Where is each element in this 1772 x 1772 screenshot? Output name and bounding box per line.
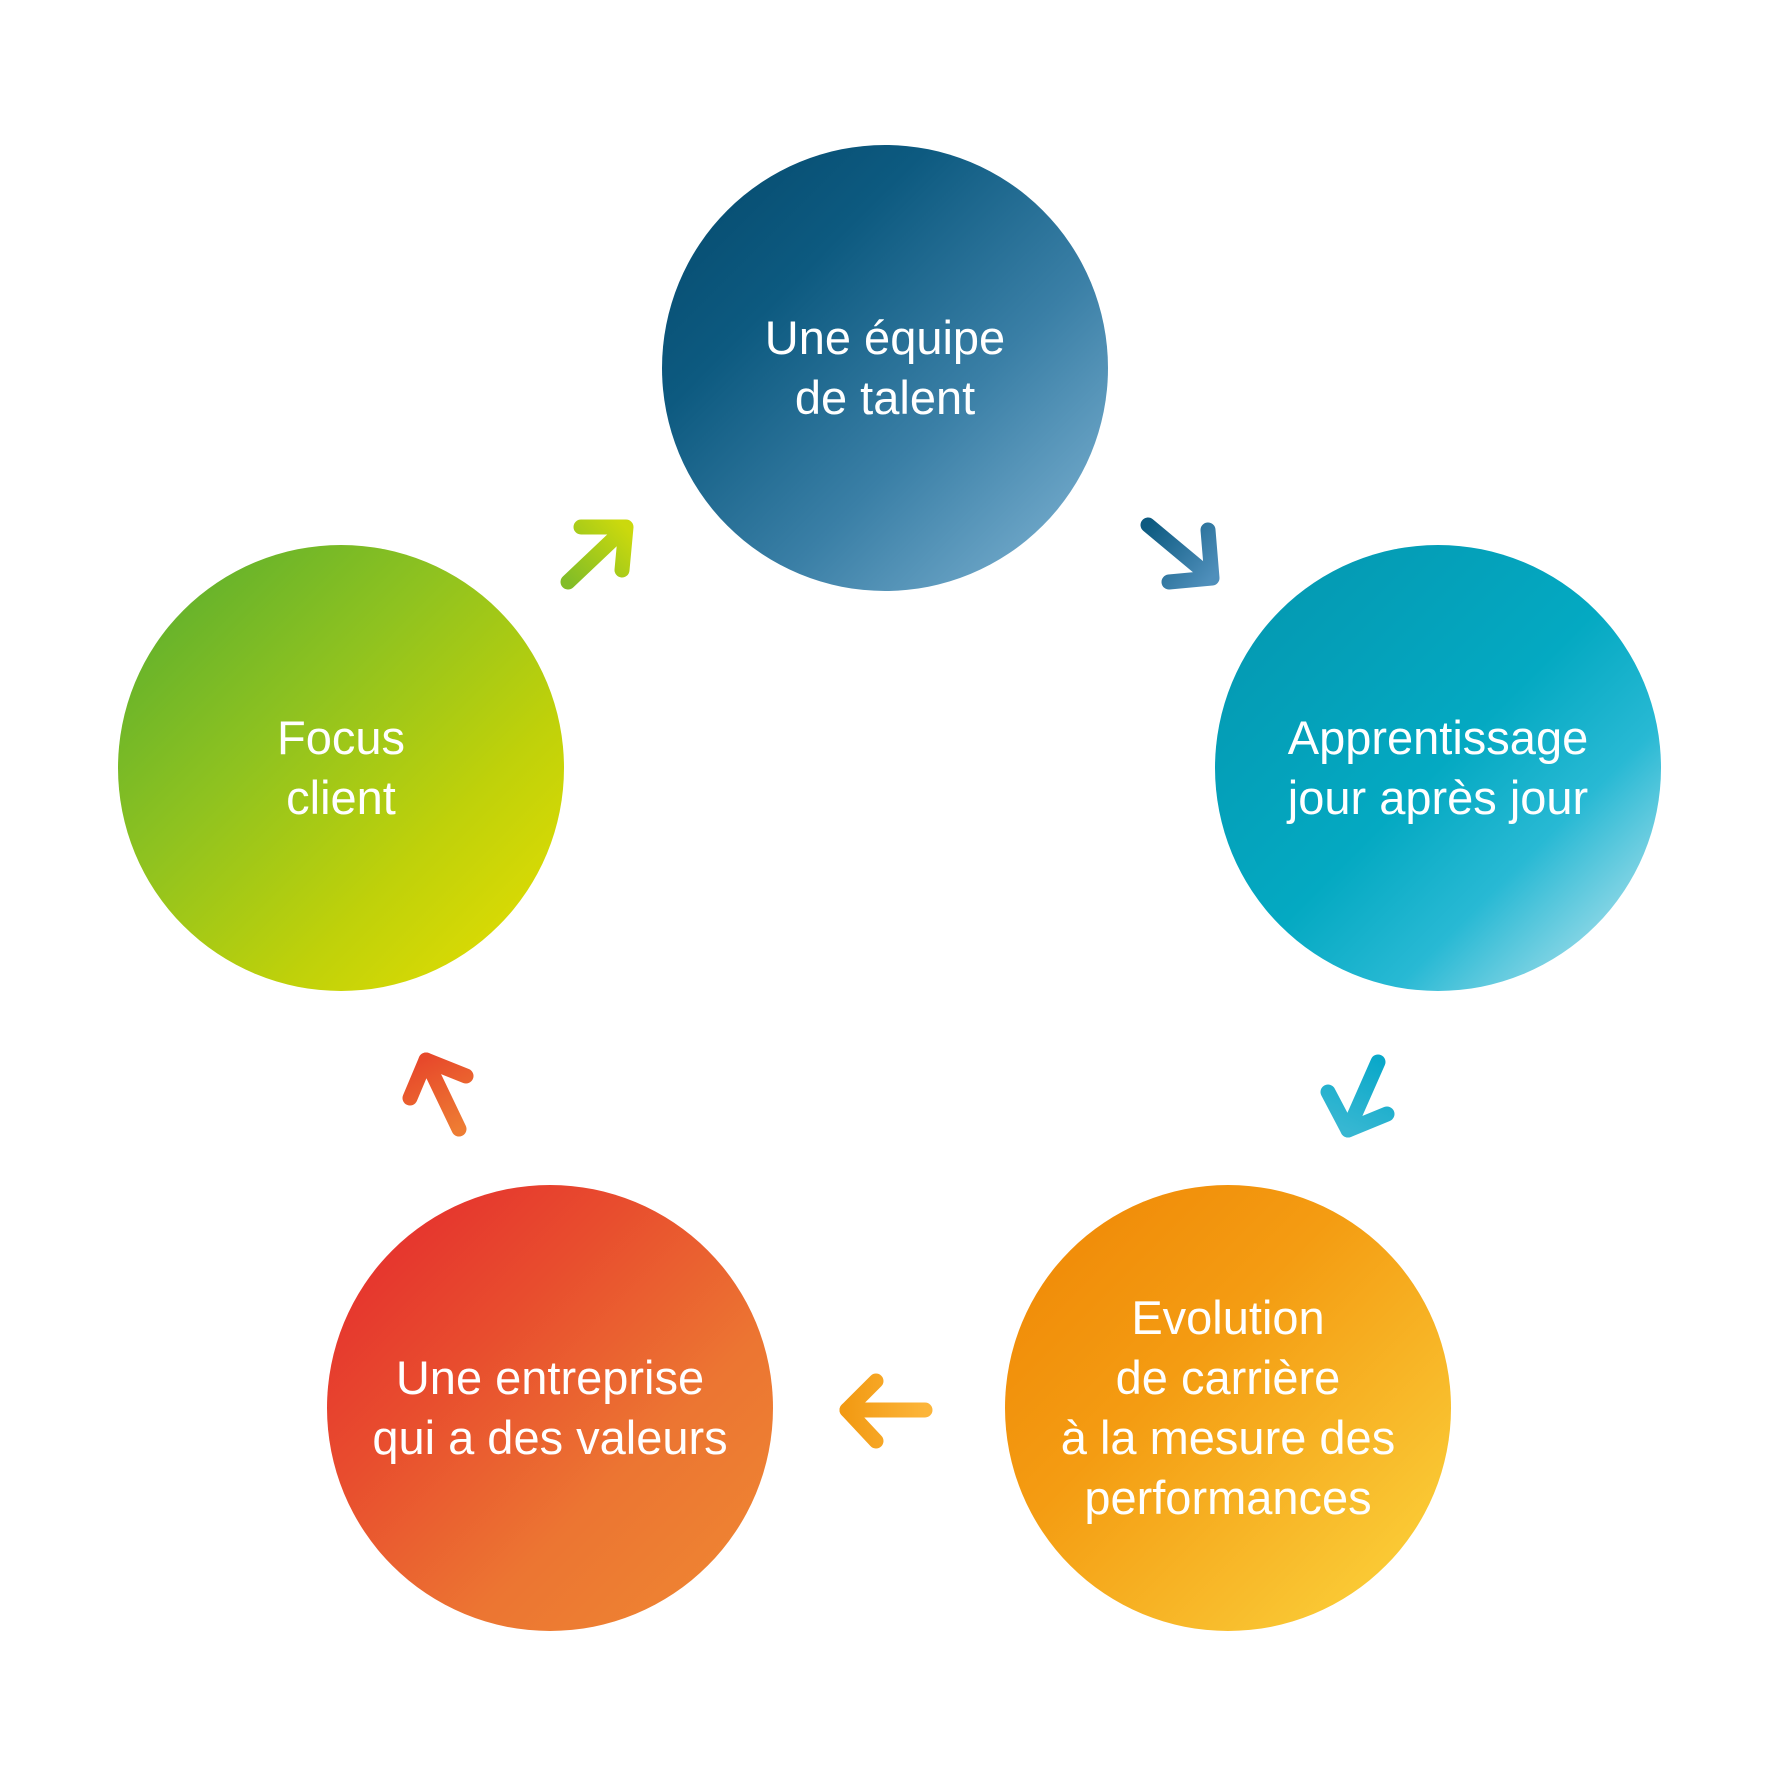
- node-label-line: Focus: [277, 711, 405, 764]
- node-une-equipe-de-talent: Une équipe de talent: [662, 145, 1108, 591]
- node-label-line: qui a des valeurs: [372, 1411, 728, 1464]
- node-label-line: de talent: [794, 371, 976, 424]
- arrow-focus-to-talent-icon: [560, 519, 634, 590]
- node-label-line: Evolution: [1131, 1291, 1325, 1344]
- node-focus-client: Focus client: [118, 545, 564, 991]
- arrow-evolution-to-valeurs-icon: [839, 1373, 933, 1449]
- arrow-apprentissage-to-evolution-icon: [1320, 1054, 1395, 1138]
- node-label-line: Une entreprise: [395, 1351, 705, 1404]
- node-label-line: à la mesure des: [1060, 1411, 1396, 1464]
- arrow-talent-to-apprentissage-icon: [1140, 517, 1220, 590]
- node-une-entreprise-qui-a-des-valeurs: Une entreprise qui a des valeurs: [327, 1185, 773, 1631]
- node-label-line: client: [286, 771, 396, 824]
- arrow-valeurs-to-focus-icon: [402, 1052, 474, 1137]
- node-evolution-de-carriere: Evolution de carrière à la mesure des pe…: [1005, 1185, 1451, 1631]
- node-label-line: Une équipe: [764, 311, 1006, 364]
- node-label-line: de carrière: [1115, 1351, 1341, 1404]
- node-label-line: jour après jour: [1287, 771, 1589, 824]
- node-apprentissage: Apprentissage jour après jour: [1215, 545, 1661, 991]
- node-label-line: Apprentissage: [1287, 711, 1589, 764]
- node-label-line: performances: [1084, 1471, 1372, 1524]
